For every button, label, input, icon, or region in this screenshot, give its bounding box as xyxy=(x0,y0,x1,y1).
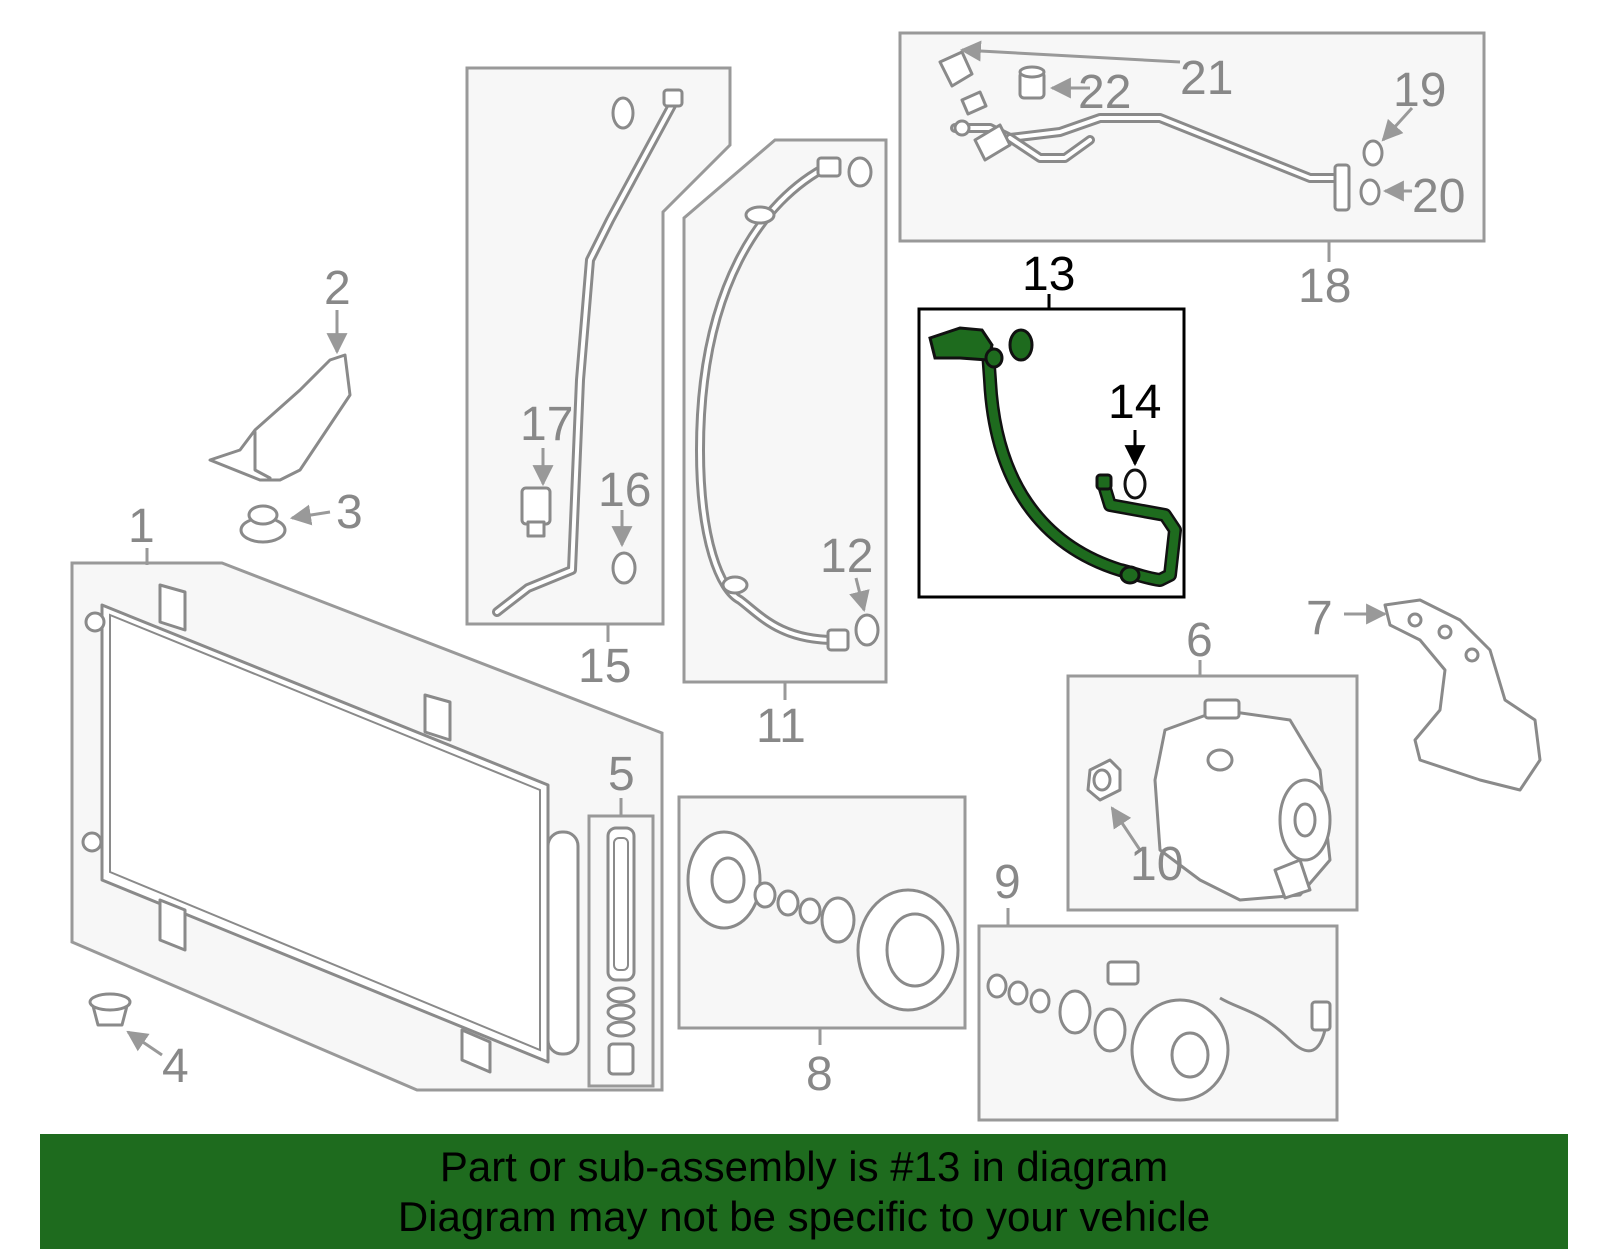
part-1-condenser xyxy=(70,561,664,1092)
group-box-5 xyxy=(587,814,655,1088)
callout-12: 12 xyxy=(820,530,873,583)
part-22-cap xyxy=(1018,65,1046,100)
callout-18: 18 xyxy=(1298,260,1351,313)
callout-11: 11 xyxy=(756,700,806,753)
info-banner: Part or sub-assembly is #13 in diagram D… xyxy=(40,1134,1568,1249)
group-box-9 xyxy=(977,924,1339,1122)
part-7-bracket xyxy=(1383,598,1542,792)
callout-5: 5 xyxy=(608,748,635,801)
group-box-11 xyxy=(682,138,888,684)
group-box-13-highlighted[interactable] xyxy=(917,307,1186,599)
callout-4: 4 xyxy=(162,1040,189,1093)
part-20-o-ring xyxy=(1359,178,1381,206)
part-19-o-ring xyxy=(1362,139,1384,167)
callout-15: 15 xyxy=(578,640,631,693)
callout-16: 16 xyxy=(598,464,651,517)
callout-6: 6 xyxy=(1186,614,1213,667)
callout-7: 7 xyxy=(1306,592,1333,645)
callout-1: 1 xyxy=(128,500,155,553)
callout-14: 14 xyxy=(1108,376,1161,429)
callout-22: 22 xyxy=(1078,66,1131,119)
callout-3: 3 xyxy=(336,486,363,539)
callout-2: 2 xyxy=(324,262,351,315)
callout-13: 13 xyxy=(1022,248,1075,301)
part-3-grommet xyxy=(239,504,287,544)
callout-17: 17 xyxy=(520,398,573,451)
callout-10: 10 xyxy=(1130,838,1183,891)
callout-19: 19 xyxy=(1393,64,1446,117)
group-box-8 xyxy=(677,795,967,1030)
callout-20: 20 xyxy=(1412,170,1465,223)
group-box-6 xyxy=(1066,674,1359,912)
callout-21: 21 xyxy=(1180,52,1233,105)
part-2-bracket xyxy=(208,353,352,482)
banner-line-2: Diagram may not be specific to your vehi… xyxy=(397,1193,1211,1240)
callout-9: 9 xyxy=(994,856,1021,909)
banner-line-1: Part or sub-assembly is #13 in diagram xyxy=(439,1143,1169,1190)
callout-8: 8 xyxy=(806,1048,833,1101)
part-4-plug xyxy=(88,992,132,1027)
